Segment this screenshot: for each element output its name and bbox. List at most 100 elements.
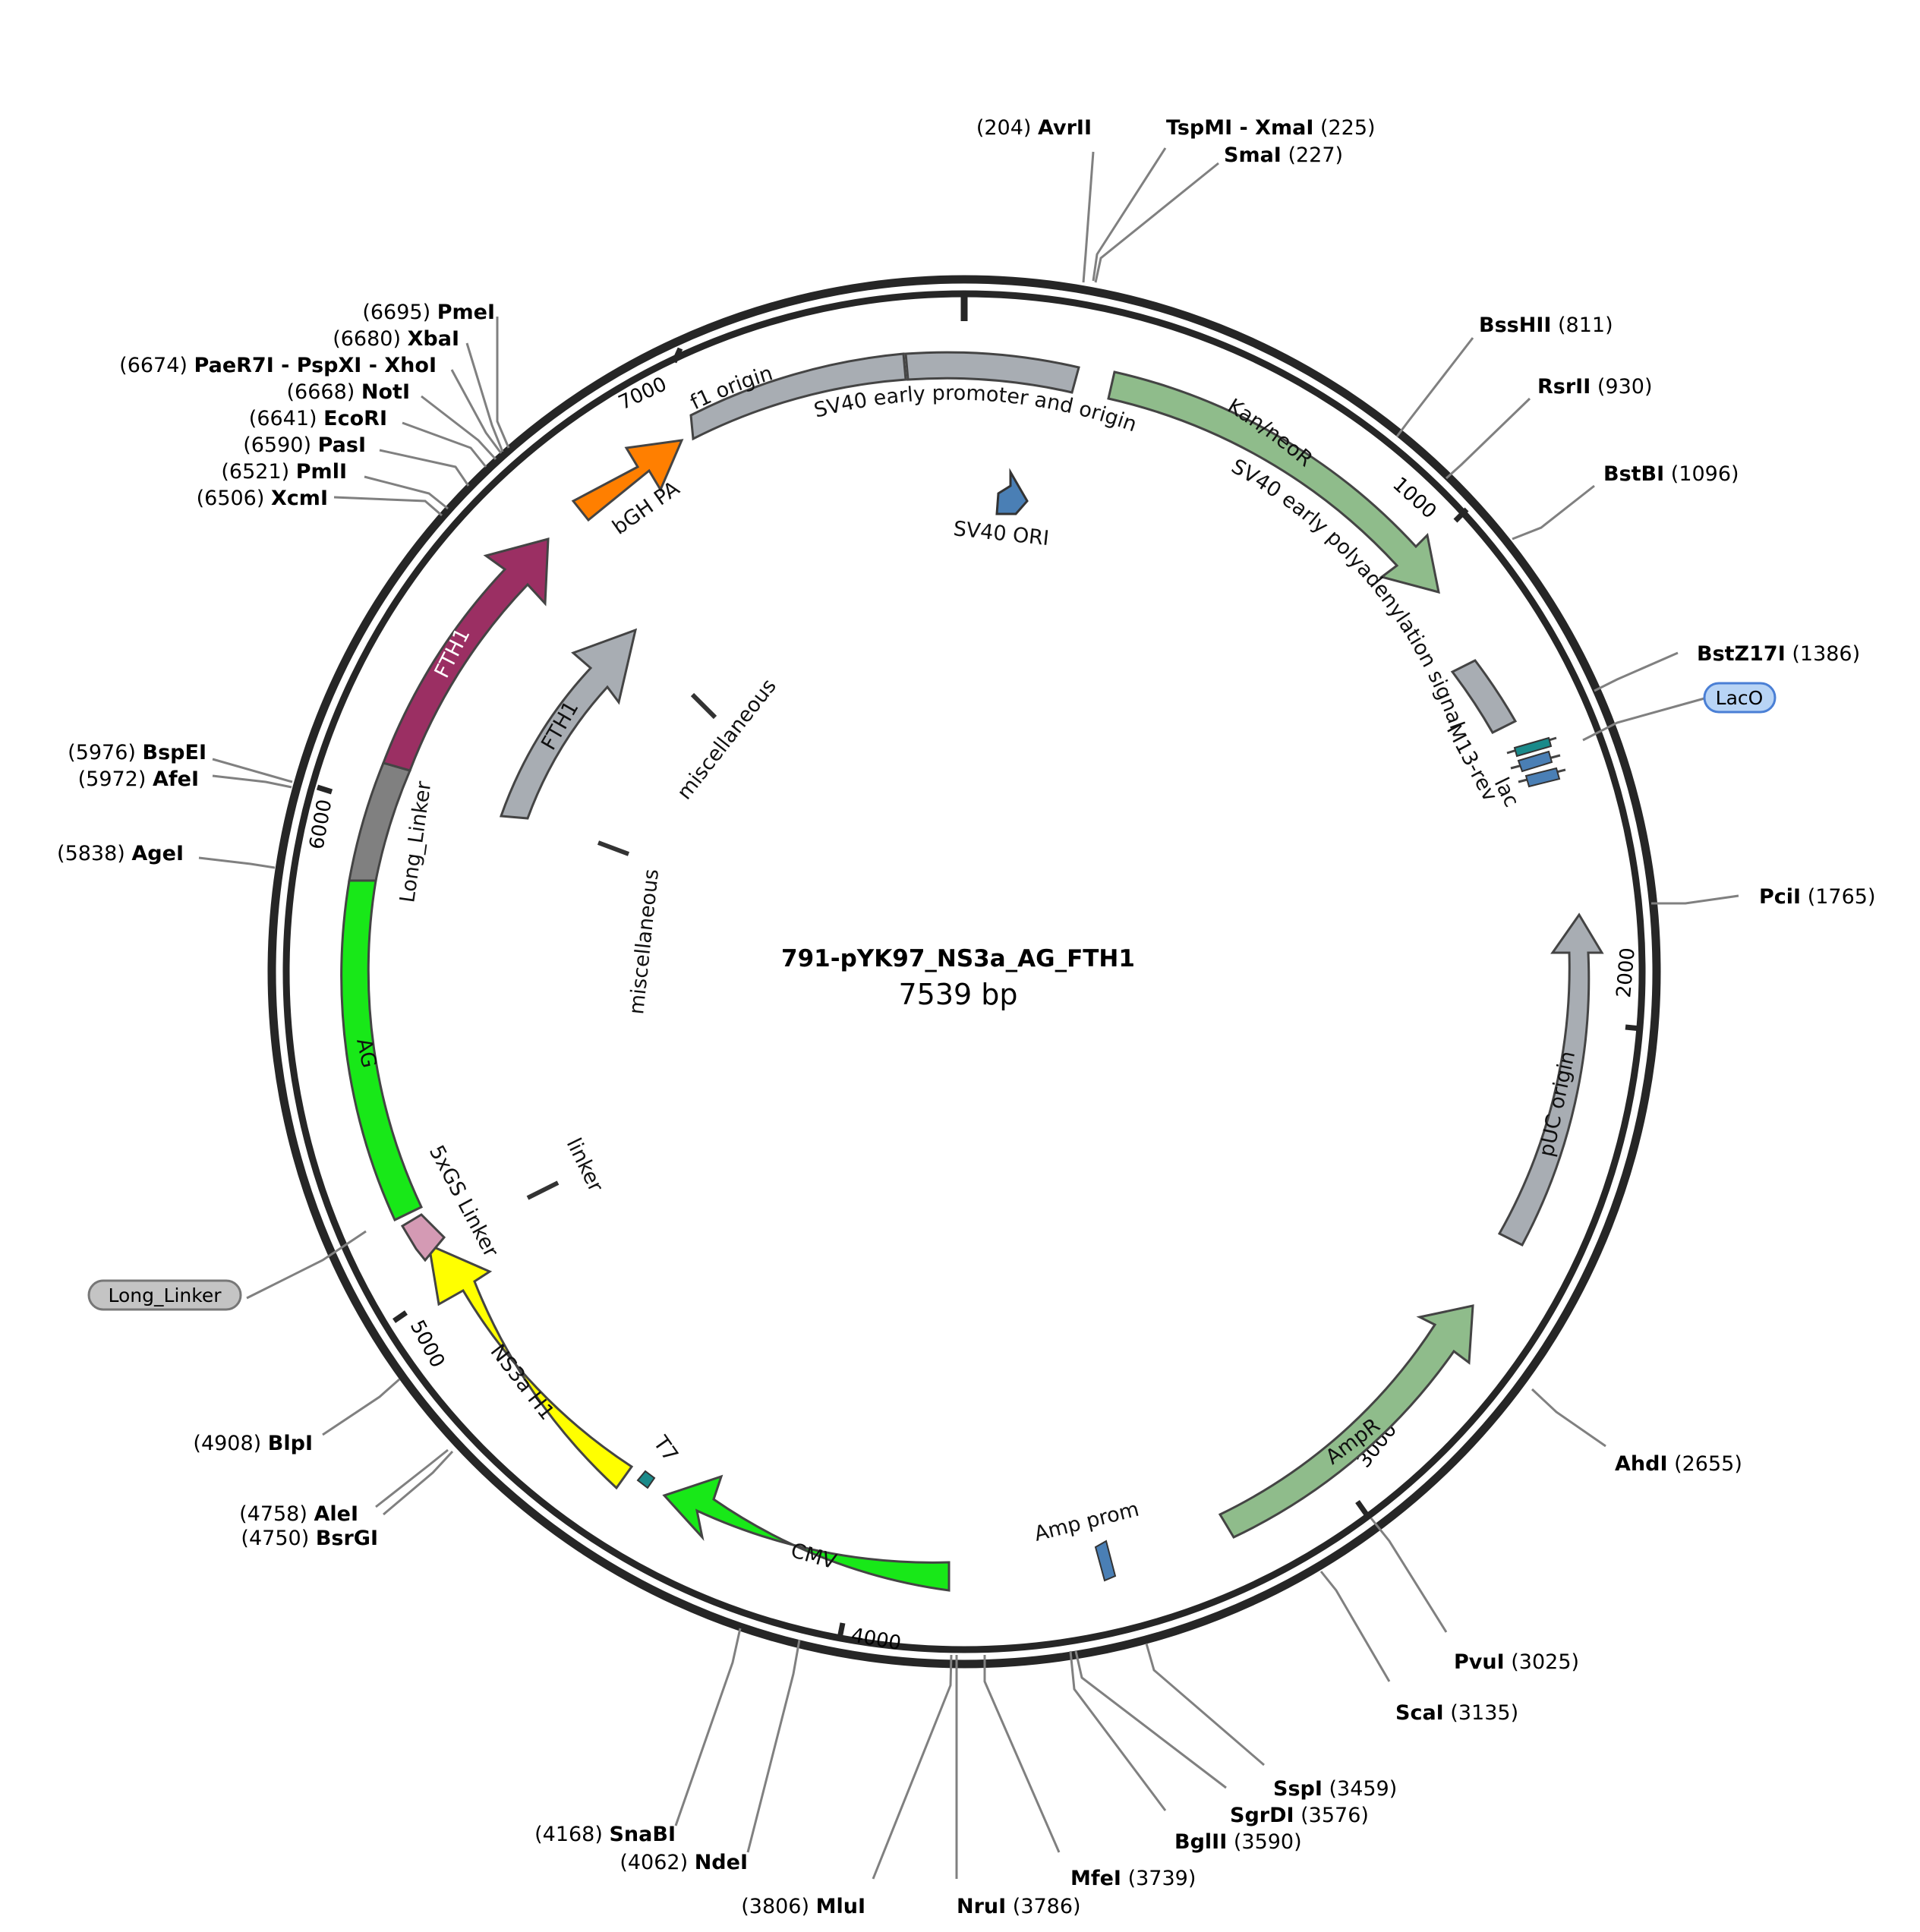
feature-fth1-inner[interactable] <box>499 628 638 820</box>
laco-label: LacO <box>1716 687 1764 709</box>
feature-amp-prom[interactable] <box>1094 1540 1117 1582</box>
feature-ns3a-h1[interactable] <box>427 1243 634 1490</box>
site-label-smai[interactable]: SmaI (227) <box>1224 143 1343 167</box>
site-label-bstbi[interactable]: BstBI (1096) <box>1603 462 1739 486</box>
feature-kan-neor[interactable] <box>1107 370 1440 594</box>
leader-laco <box>1582 697 1705 742</box>
site-label-xhoi[interactable]: (6674) PaeR7I - PspXI - XhoI <box>119 354 437 377</box>
feature-ag[interactable] <box>340 879 423 1222</box>
site-label-pcii[interactable]: PciI (1765) <box>1759 885 1876 909</box>
site-label-pasi[interactable]: (6590) PasI <box>243 433 366 457</box>
feature-label-amp-prom: Amp prom <box>1032 1498 1141 1546</box>
lac-marker-a <box>1517 750 1553 773</box>
feature-sv40-promoter[interactable] <box>904 351 1080 394</box>
leader-long-linker <box>246 1230 367 1300</box>
leader-xhoi <box>450 369 503 454</box>
feature-miscellaneous-1[interactable] <box>690 692 717 720</box>
site-label-tspmi-xmai[interactable]: TspMI - XmaI (225) <box>1166 116 1376 140</box>
feature-sv40-ori[interactable] <box>995 468 1029 515</box>
leader-bstbi <box>1512 484 1595 541</box>
leader-pmli <box>364 475 449 510</box>
tick-mark <box>1355 1499 1369 1517</box>
leader-afei <box>212 774 292 789</box>
tick-mark <box>393 1310 408 1323</box>
feature-f1-origin[interactable] <box>689 352 907 441</box>
feature-label-linker: linker <box>562 1134 608 1196</box>
callout-long-linker[interactable]: Long_Linker <box>87 1279 242 1311</box>
leader-pcii <box>1651 894 1739 905</box>
site-label-blpi[interactable]: (4908) BlpI <box>193 1432 313 1455</box>
feature-m13-rev[interactable] <box>1506 736 1557 758</box>
leader-pvui <box>1370 1518 1448 1633</box>
site-leaders <box>198 147 1739 1880</box>
site-label-xcmi[interactable]: (6506) XcmI <box>197 487 328 510</box>
tick-label-2000: 2000 <box>1613 947 1640 999</box>
leader-bsshii <box>1395 337 1474 437</box>
leader-avrii <box>1082 151 1095 283</box>
leader-mlui <box>872 1654 953 1880</box>
leader-ecori <box>402 421 487 468</box>
leader-blpi <box>322 1378 400 1436</box>
site-label-ndei[interactable]: (4062) NdeI <box>620 1851 748 1874</box>
site-label-snabi[interactable]: (4168) SnaBI <box>534 1823 676 1846</box>
site-label-pvui[interactable]: PvuI (3025) <box>1454 1650 1579 1674</box>
site-label-bstz17i[interactable]: BstZ17I (1386) <box>1697 642 1860 666</box>
site-label-avrii[interactable]: (204) AvrII <box>976 116 1092 140</box>
leader-sspi <box>1145 1643 1265 1767</box>
site-label-nrui[interactable]: NruI (3786) <box>957 1895 1081 1918</box>
feature-label-miscellaneous-1: miscellaneous <box>673 675 781 805</box>
site-label-sspi[interactable]: SspI (3459) <box>1273 1777 1397 1801</box>
feature-bgh-pa[interactable] <box>571 439 684 522</box>
long-linker-pill <box>87 1279 242 1311</box>
site-label-xbai[interactable]: (6680) XbaI <box>333 327 459 351</box>
feature-t7[interactable] <box>636 1470 656 1489</box>
tick-mark <box>671 347 683 364</box>
callout-laco[interactable]: LacO <box>1703 682 1777 714</box>
site-label-alei[interactable]: (4758) AleI <box>239 1502 358 1526</box>
site-label-bsshii[interactable]: BssHII (811) <box>1479 314 1613 337</box>
site-label-rsrii[interactable]: RsrII (930) <box>1537 375 1653 399</box>
site-label-sgrdi[interactable]: SgrDI (3576) <box>1230 1804 1369 1827</box>
site-label-afei[interactable]: (5972) AfeI <box>78 767 199 791</box>
leader-mfei <box>983 1655 1061 1853</box>
leader-alei <box>375 1448 449 1508</box>
m13-marker <box>1513 736 1553 758</box>
site-label-agei[interactable]: (5838) AgeI <box>57 842 184 865</box>
feature-puc-origin[interactable] <box>1497 912 1604 1247</box>
site-label-noti[interactable]: (6668) NotI <box>287 380 411 404</box>
leader-bsrgi <box>383 1450 454 1516</box>
feature-cmv[interactable] <box>662 1474 951 1592</box>
feature-fth1-outer[interactable] <box>382 537 550 772</box>
site-label-mfei[interactable]: MfeI (3739) <box>1070 1867 1196 1890</box>
site-label-mlui[interactable]: (3806) MluI <box>741 1895 865 1918</box>
feature-label-ns3a-h1: NS3a H1 <box>485 1340 559 1424</box>
site-label-ahdi[interactable]: AhdI (2655) <box>1615 1452 1742 1476</box>
feature-label-t7: T7 <box>648 1431 683 1466</box>
site-label-scai[interactable]: ScaI (3135) <box>1395 1701 1518 1725</box>
feature-lac[interactable] <box>1510 750 1566 788</box>
feature-sv40-pa[interactable] <box>1450 659 1518 734</box>
long-linker-label: Long_Linker <box>109 1284 222 1306</box>
feature-linker[interactable] <box>526 1180 560 1200</box>
leader-pmei <box>496 317 510 449</box>
site-label-bsrgi[interactable]: (4750) BsrGI <box>241 1527 378 1550</box>
feature-miscellaneous-2[interactable] <box>597 840 630 856</box>
tick-label-7000: 7000 <box>615 373 670 414</box>
feature-ampr[interactable] <box>1218 1304 1474 1539</box>
leader-agei <box>198 856 276 869</box>
leader-ahdi <box>1531 1388 1606 1448</box>
site-label-pmli[interactable]: (6521) PmlI <box>221 460 347 484</box>
site-label-pmei[interactable]: (6695) PmeI <box>362 301 495 324</box>
feature-label-long-linker: Long_Linker <box>396 779 436 904</box>
site-label-bglii[interactable]: BglII (3590) <box>1174 1830 1302 1854</box>
lac-marker-b <box>1524 767 1561 788</box>
site-label-bspei[interactable]: (5976) BspEI <box>68 741 207 764</box>
leader-smai <box>1094 162 1219 283</box>
leader-xcmi <box>333 496 443 517</box>
backbone-outer-ring <box>267 275 1661 1669</box>
site-label-ecori[interactable]: (6641) EcoRI <box>249 407 387 430</box>
feature-5xgs-linker[interactable] <box>400 1213 446 1262</box>
leader-scai <box>1319 1571 1391 1682</box>
leader-pasi <box>379 449 470 487</box>
